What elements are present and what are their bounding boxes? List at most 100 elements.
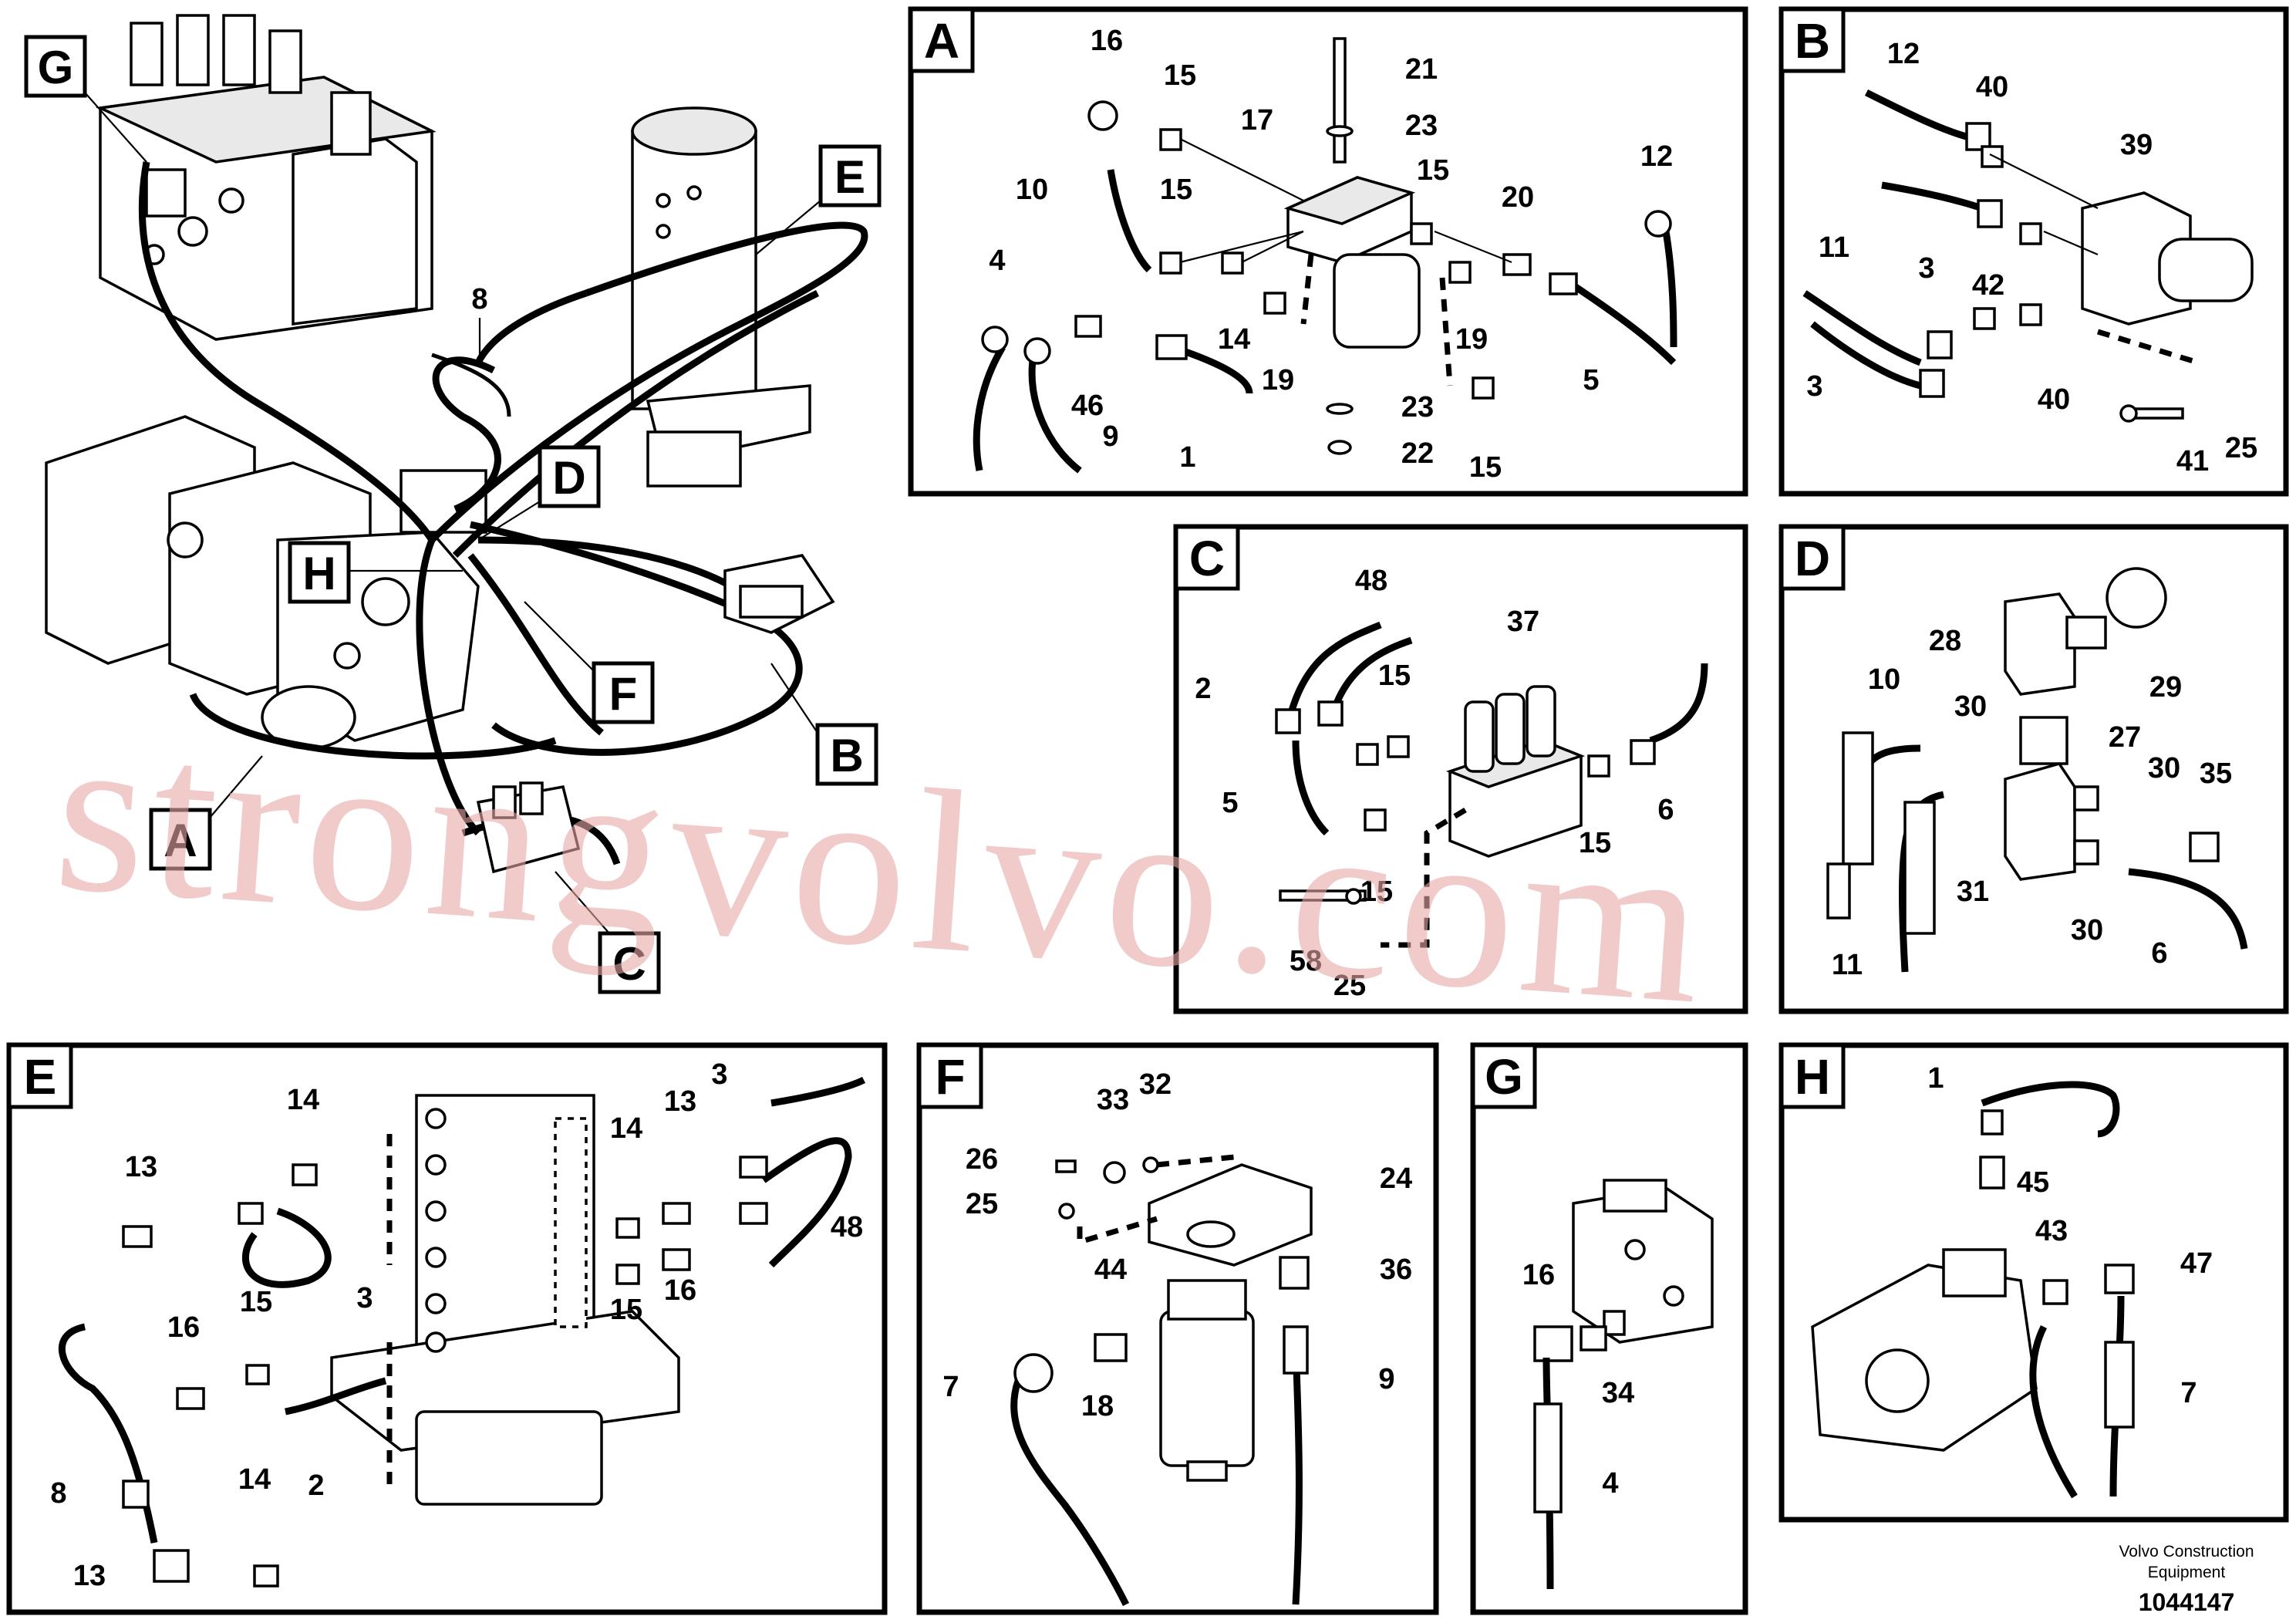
svg-text:G: G [38, 42, 74, 93]
panel-b-letter: B [1795, 13, 1830, 69]
panel-d-label: 6 [2151, 937, 2167, 970]
panel-c-label: 2 [1195, 673, 1211, 705]
callout-b[interactable]: B [770, 663, 878, 786]
panel-a-label: 12 [1640, 140, 1673, 173]
panel-b-label: 25 [2225, 432, 2257, 464]
panel-e-label: 48 [831, 1211, 863, 1243]
panel-f-label: 44 [1094, 1254, 1127, 1286]
footer-brand: Volvo Construction Equipment 1044147 [2119, 1543, 2254, 1616]
drawing-number: 1044147 [2139, 1588, 2235, 1616]
panel-e-label: 14 [610, 1112, 642, 1145]
svg-text:B: B [830, 730, 863, 781]
panel-f-label: 36 [1380, 1254, 1412, 1286]
overview-hoses [138, 161, 868, 865]
panel-b-label: 11 [1819, 231, 1849, 264]
panel-e-label: 16 [664, 1274, 696, 1307]
callout-h[interactable]: H [288, 541, 463, 604]
panel-f-label: 26 [966, 1143, 998, 1176]
panel-d-label: 28 [1929, 625, 1961, 657]
detail-panel-c: C 48 37 2 15 5 15 6 15 58 25 [1173, 524, 1748, 1014]
panel-f-label: 24 [1380, 1162, 1412, 1195]
panel-c-label: 6 [1657, 794, 1674, 826]
panel-f-label: 32 [1139, 1068, 1172, 1101]
callout-e[interactable]: E [755, 144, 882, 255]
pump-drawing [45, 415, 487, 750]
panel-e-label: 8 [50, 1477, 66, 1510]
panel-e-label: 14 [238, 1463, 271, 1496]
panel-b-label: 12 [1887, 38, 1920, 70]
panel-a-label: 15 [1469, 451, 1502, 484]
panel-c-label: 15 [1378, 660, 1411, 692]
panel-d-label: 10 [1868, 663, 1900, 696]
panel-a-label: 20 [1502, 181, 1534, 214]
panel-e-label: 13 [664, 1085, 696, 1118]
panel-h-letter: H [1795, 1049, 1830, 1105]
svg-text:D: D [552, 452, 585, 504]
svg-text:E: E [834, 151, 865, 203]
panel-a-label: 23 [1401, 391, 1434, 423]
svg-text:C: C [612, 938, 646, 990]
brand-line-2: Equipment [2148, 1564, 2226, 1581]
panel-b-label: 42 [1972, 269, 2004, 302]
panel-b-label: 3 [1806, 370, 1822, 403]
panel-f-label: 9 [1378, 1363, 1394, 1395]
panel-a-label: 15 [1417, 154, 1449, 187]
detail-panel-h: H 1 45 43 47 7 [1778, 1042, 2289, 1523]
panel-c-label: 58 [1290, 945, 1322, 977]
detail-panel-a: A 16 15 [908, 6, 1748, 497]
callout-g[interactable]: G [24, 35, 147, 163]
panel-a-label: 10 [1016, 174, 1048, 206]
panel-d-letter: D [1795, 531, 1830, 586]
control-valve-block-drawing [95, 14, 437, 341]
panel-c-label: 5 [1222, 787, 1238, 819]
overview-label-8: 8 [471, 283, 487, 315]
panel-a-label: 23 [1405, 110, 1438, 142]
panel-c-label: 37 [1507, 606, 1539, 638]
filter-b-drawing [723, 554, 835, 634]
panel-e-label: 3 [356, 1282, 373, 1314]
panel-a-label: 21 [1405, 53, 1438, 86]
panel-b-label: 41 [2176, 445, 2209, 477]
panel-c-label: 15 [1579, 827, 1611, 859]
brand-line-1: Volvo Construction [2119, 1543, 2254, 1561]
panel-a-label: 4 [989, 245, 1005, 277]
swivel-joint-drawing [631, 106, 811, 488]
callout-d[interactable]: D [477, 445, 601, 541]
panel-a-label: 14 [1218, 323, 1250, 356]
panel-b-label: 40 [1976, 71, 2008, 103]
panel-a-label: 46 [1071, 390, 1104, 422]
panel-f-label: 7 [942, 1371, 959, 1403]
panel-e-label: 3 [711, 1058, 727, 1091]
callout-a[interactable]: A [149, 755, 263, 871]
panel-d-label: 30 [2148, 752, 2180, 785]
detail-panel-f: F 33 32 26 24 25 44 36 7 18 9 [916, 1042, 1439, 1615]
panel-e-label: 13 [73, 1560, 106, 1592]
panel-b-label: 39 [2120, 129, 2153, 161]
callout-c[interactable]: C [555, 871, 661, 994]
panel-a-label: 19 [1455, 323, 1488, 356]
panel-e-label: 14 [287, 1084, 319, 1116]
panel-b-label: 40 [2038, 383, 2070, 416]
panel-f-label: 25 [966, 1188, 998, 1220]
panel-e-label: 15 [240, 1286, 272, 1318]
panel-h-label: 45 [2017, 1166, 2049, 1199]
svg-text:A: A [164, 815, 197, 866]
detail-panel-d: D 28 29 10 30 27 30 35 31 30 11 6 [1778, 524, 2289, 1014]
panel-a-label: 1 [1179, 441, 1195, 474]
panel-g-letter: G [1485, 1049, 1523, 1105]
panel-d-label: 11 [1832, 949, 1863, 981]
panel-e-letter: E [24, 1049, 57, 1105]
callout-f[interactable]: F [524, 601, 655, 724]
detail-panel-b: B 12 40 39 11 42 3 3 40 41 25 [1778, 6, 2289, 497]
panel-c-label: 25 [1333, 970, 1366, 1002]
panel-a-label: 5 [1583, 364, 1599, 396]
panel-d-label: 30 [1954, 690, 1987, 723]
panel-e-label: 15 [610, 1294, 642, 1326]
svg-text:F: F [609, 668, 638, 720]
overview-drawing: 8 G E D H F B [24, 14, 882, 994]
panel-h-label: 7 [2180, 1377, 2197, 1409]
panel-f-label: 18 [1081, 1390, 1114, 1422]
panel-d-label: 31 [1957, 876, 1989, 908]
panel-d-label: 27 [2109, 721, 2141, 754]
panel-f-letter: F [935, 1049, 965, 1105]
